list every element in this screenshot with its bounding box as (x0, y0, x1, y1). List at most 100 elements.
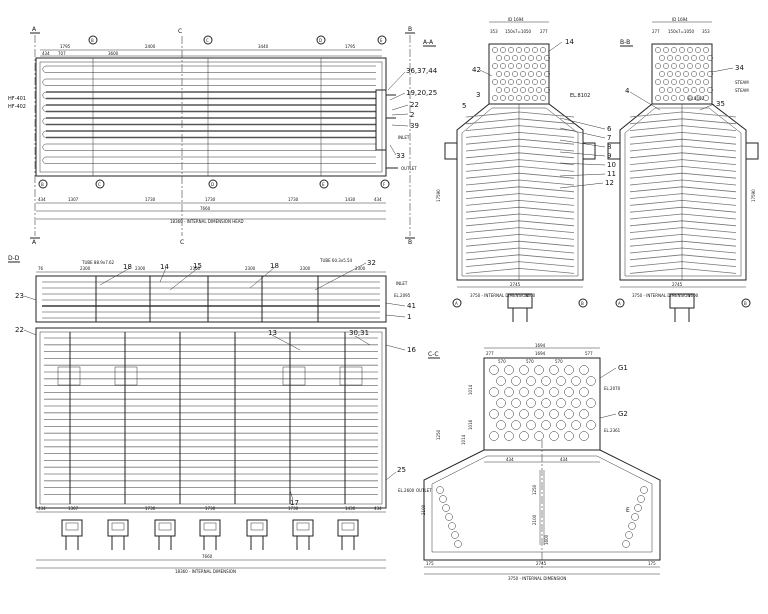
cc-callout-e: E (626, 507, 630, 514)
conv-tube (540, 79, 546, 85)
section-c-c: C-C 1694 277 1694 577 570 570 570 G1 G2 … (421, 343, 661, 581)
radiant-tube (629, 179, 737, 186)
conv-tube (489, 365, 499, 375)
conv-tube (504, 55, 510, 61)
aa-convection-tubes (492, 47, 550, 101)
radiant-tube (629, 131, 737, 138)
dd-callout-14: 14 (160, 263, 169, 271)
conv-tube (511, 398, 521, 408)
conv-tube (663, 47, 669, 53)
dd-callout-15: 15 (193, 262, 202, 270)
aa-radiant-box (456, 103, 584, 281)
conv-tube (500, 95, 506, 101)
grid-bubble-bottom-4 (319, 179, 329, 189)
conv-tube (659, 87, 665, 93)
plan-tube-bank (42, 65, 376, 164)
conv-tube (556, 376, 566, 386)
dd-elevation-inlet: EL.2095 (394, 293, 411, 298)
section-mark-a-bottom: A (32, 239, 37, 246)
section-mark-c-top: C (178, 28, 182, 35)
side-tube (442, 504, 450, 512)
cc-dim-577: 577 (585, 351, 593, 356)
conv-tube (520, 87, 526, 93)
conv-tube (703, 79, 709, 85)
side-tube (631, 513, 639, 521)
conv-tube (683, 55, 689, 61)
conv-tube (564, 409, 574, 419)
callout-33: 33 (396, 152, 405, 160)
aa-dim-id: ID 1694 (508, 17, 524, 22)
aa-bottom-dim-3: 3750 - INTERNAL DIMENSION (470, 293, 528, 298)
bb-convection-box (651, 43, 713, 105)
radiant-tube (629, 186, 737, 193)
grid-bubble-top-3 (316, 35, 326, 45)
dd-callout-41: 41 (407, 302, 416, 310)
conv-tube (695, 63, 701, 69)
bb-dim-277: 277 (652, 29, 660, 34)
aa-callout-5: 5 (462, 102, 466, 110)
plan-dim-4: 1795 (345, 44, 356, 49)
conv-tube (534, 431, 544, 441)
bb-callout-35: 35 (716, 100, 725, 108)
conv-tube (564, 387, 574, 397)
radiant-tube (465, 240, 575, 247)
conv-tube (496, 376, 506, 386)
conv-tube (679, 47, 685, 53)
section-c-c-title: C-C (428, 351, 439, 358)
conv-tube (520, 55, 526, 61)
side-tube (445, 513, 453, 521)
grid-bubble-top-1 (88, 35, 98, 45)
bb-side-dim: 17590 (751, 189, 756, 202)
side-tube (439, 495, 447, 503)
conv-tube (703, 63, 709, 69)
plan-dim-small-1: 434 (42, 51, 50, 56)
bb-steam-1: STEAM (735, 80, 749, 85)
burner-window (341, 522, 355, 531)
plan-bottom-dim-7: 434 (374, 197, 382, 202)
conv-tube (492, 95, 498, 101)
conv-tube (524, 95, 530, 101)
conv-tube (655, 63, 661, 69)
aa-callout-12: 12 (605, 179, 614, 187)
section-a-a-title: A-A (423, 39, 434, 46)
dd-callout-17: 17 (290, 499, 299, 507)
conv-tube (496, 398, 506, 408)
conv-tube (687, 79, 693, 85)
cc-inner-dim-3: 570 (555, 359, 563, 364)
conv-tube (512, 55, 518, 61)
conv-tube (496, 420, 506, 430)
burner-window (203, 522, 217, 531)
plan-return-bend (42, 104, 47, 112)
dd-inlet-label: INLET (396, 281, 408, 286)
bb-bottom-dim-2: 3600 (688, 293, 699, 298)
dd-bottom-dim-7: 434 (374, 506, 382, 511)
radiant-tube (629, 172, 737, 179)
conv-tube (528, 55, 534, 61)
conv-tube (516, 95, 522, 101)
bb-elevation: EL.8102 (688, 96, 705, 101)
conv-tube (667, 55, 673, 61)
conv-tube (556, 398, 566, 408)
conv-tube (504, 409, 514, 419)
conv-tube (526, 420, 536, 430)
cc-low-dim-1: 1250 (532, 484, 537, 495)
conv-tube (703, 47, 709, 53)
cc-radiant-box (423, 449, 661, 561)
bb-radiant-box (619, 103, 747, 281)
conv-tube (532, 95, 538, 101)
conv-tube (691, 55, 697, 61)
aa-radiant-tubes (465, 111, 575, 274)
plan-return-bend (42, 65, 47, 73)
conv-tube (541, 420, 551, 430)
conv-tube (511, 420, 521, 430)
cc-side-dim-0: 1250 (436, 429, 441, 440)
dd-elevation-outlet: EL.2600 (398, 488, 415, 493)
cc-side-dim-3: 1014 (461, 434, 466, 445)
conv-tube (655, 79, 661, 85)
radiant-tube (629, 220, 737, 227)
plan-return-bend (42, 143, 47, 151)
conv-tube (541, 376, 551, 386)
dd-bottom-dim-2: 1307 (68, 506, 79, 511)
radiant-tube (465, 138, 575, 145)
